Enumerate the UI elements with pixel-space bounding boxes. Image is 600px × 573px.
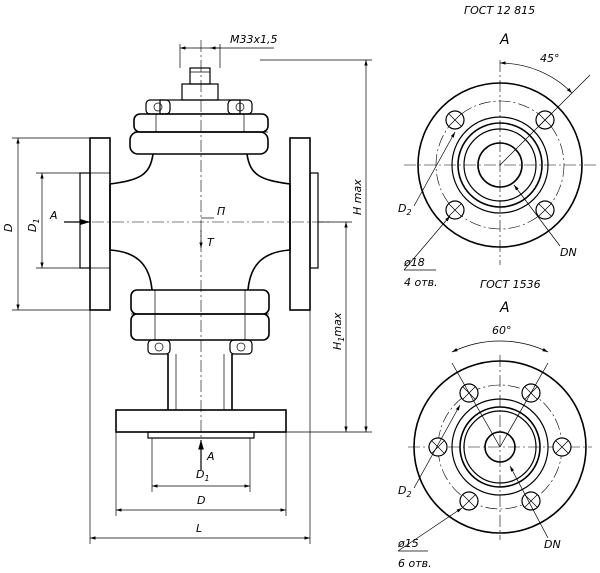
dim-H-max: H max	[351, 179, 364, 215]
flange-top-view-label: A	[499, 32, 510, 48]
dim-D-left: D	[2, 224, 15, 232]
flange-bottom-hole-count: 6 отв.	[398, 557, 432, 570]
flange-top-standard: ГОСТ 12 815	[464, 4, 535, 17]
dim-H1-max: H1max	[331, 312, 346, 350]
dim-D1-left: D1	[26, 218, 41, 232]
bonnet-bolt-left	[145, 99, 171, 115]
thread-label: M33x1,5	[230, 33, 278, 46]
flange-bottom-hole	[428, 437, 448, 457]
lower-bolt-left	[147, 339, 171, 355]
right-pipe-flange	[289, 137, 311, 311]
flange-bottom-angle: 60°	[492, 324, 512, 337]
lower-bonnet-flange	[130, 313, 270, 341]
flange-bottom-dn-label: DN	[544, 538, 561, 551]
flow-in-label: П	[217, 205, 225, 218]
view-arrow-label-left: A	[49, 209, 58, 222]
stem-nut	[189, 67, 211, 85]
flange-bottom-hole-dia: ø15	[397, 537, 419, 550]
dim-D1-bottom: D1	[196, 468, 210, 483]
flow-out-label: Т	[207, 236, 215, 249]
lower-body-flange	[130, 289, 270, 315]
flange-top-hole-dia: ø18	[403, 256, 425, 269]
view-arrow-label-bottom: A	[206, 450, 215, 463]
flange-bottom-d2-label: D2	[398, 484, 412, 499]
dim-L: L	[196, 522, 202, 535]
flange-view-top: ГОСТ 12 815 A 45° D2 DN ø18 4 отв.	[398, 4, 596, 289]
stem-collar	[181, 83, 219, 101]
flange-bottom-hole	[552, 437, 572, 457]
flange-top-hole	[445, 110, 465, 130]
flange-view-bottom: ГОСТ 1536 A 60° D2 DN ø15 6 отв.	[397, 278, 592, 570]
flange-top-dn-label: DN	[560, 246, 577, 259]
flange-bottom-hole	[521, 491, 541, 511]
flange-top-hole-count: 4 отв.	[404, 276, 438, 289]
dim-D-bottom: D	[197, 494, 205, 507]
lower-stem-column	[167, 354, 233, 410]
upper-bonnet-flange-lower	[129, 131, 269, 155]
flange-bottom-standard: ГОСТ 1536	[480, 278, 541, 291]
flange-top-angle: 45°	[540, 52, 560, 65]
lower-bolt-right	[229, 339, 253, 355]
valve-side-view: П Т A A M33x1,5 D D1 H max H1max	[2, 33, 372, 544]
left-pipe-flange	[89, 137, 111, 311]
flange-top-hole	[445, 200, 465, 220]
flange-bottom-hole	[459, 491, 479, 511]
flange-top-d2-label: D2	[398, 202, 412, 217]
flange-top-hole	[535, 200, 555, 220]
flange-bottom-view-label: A	[499, 300, 510, 316]
